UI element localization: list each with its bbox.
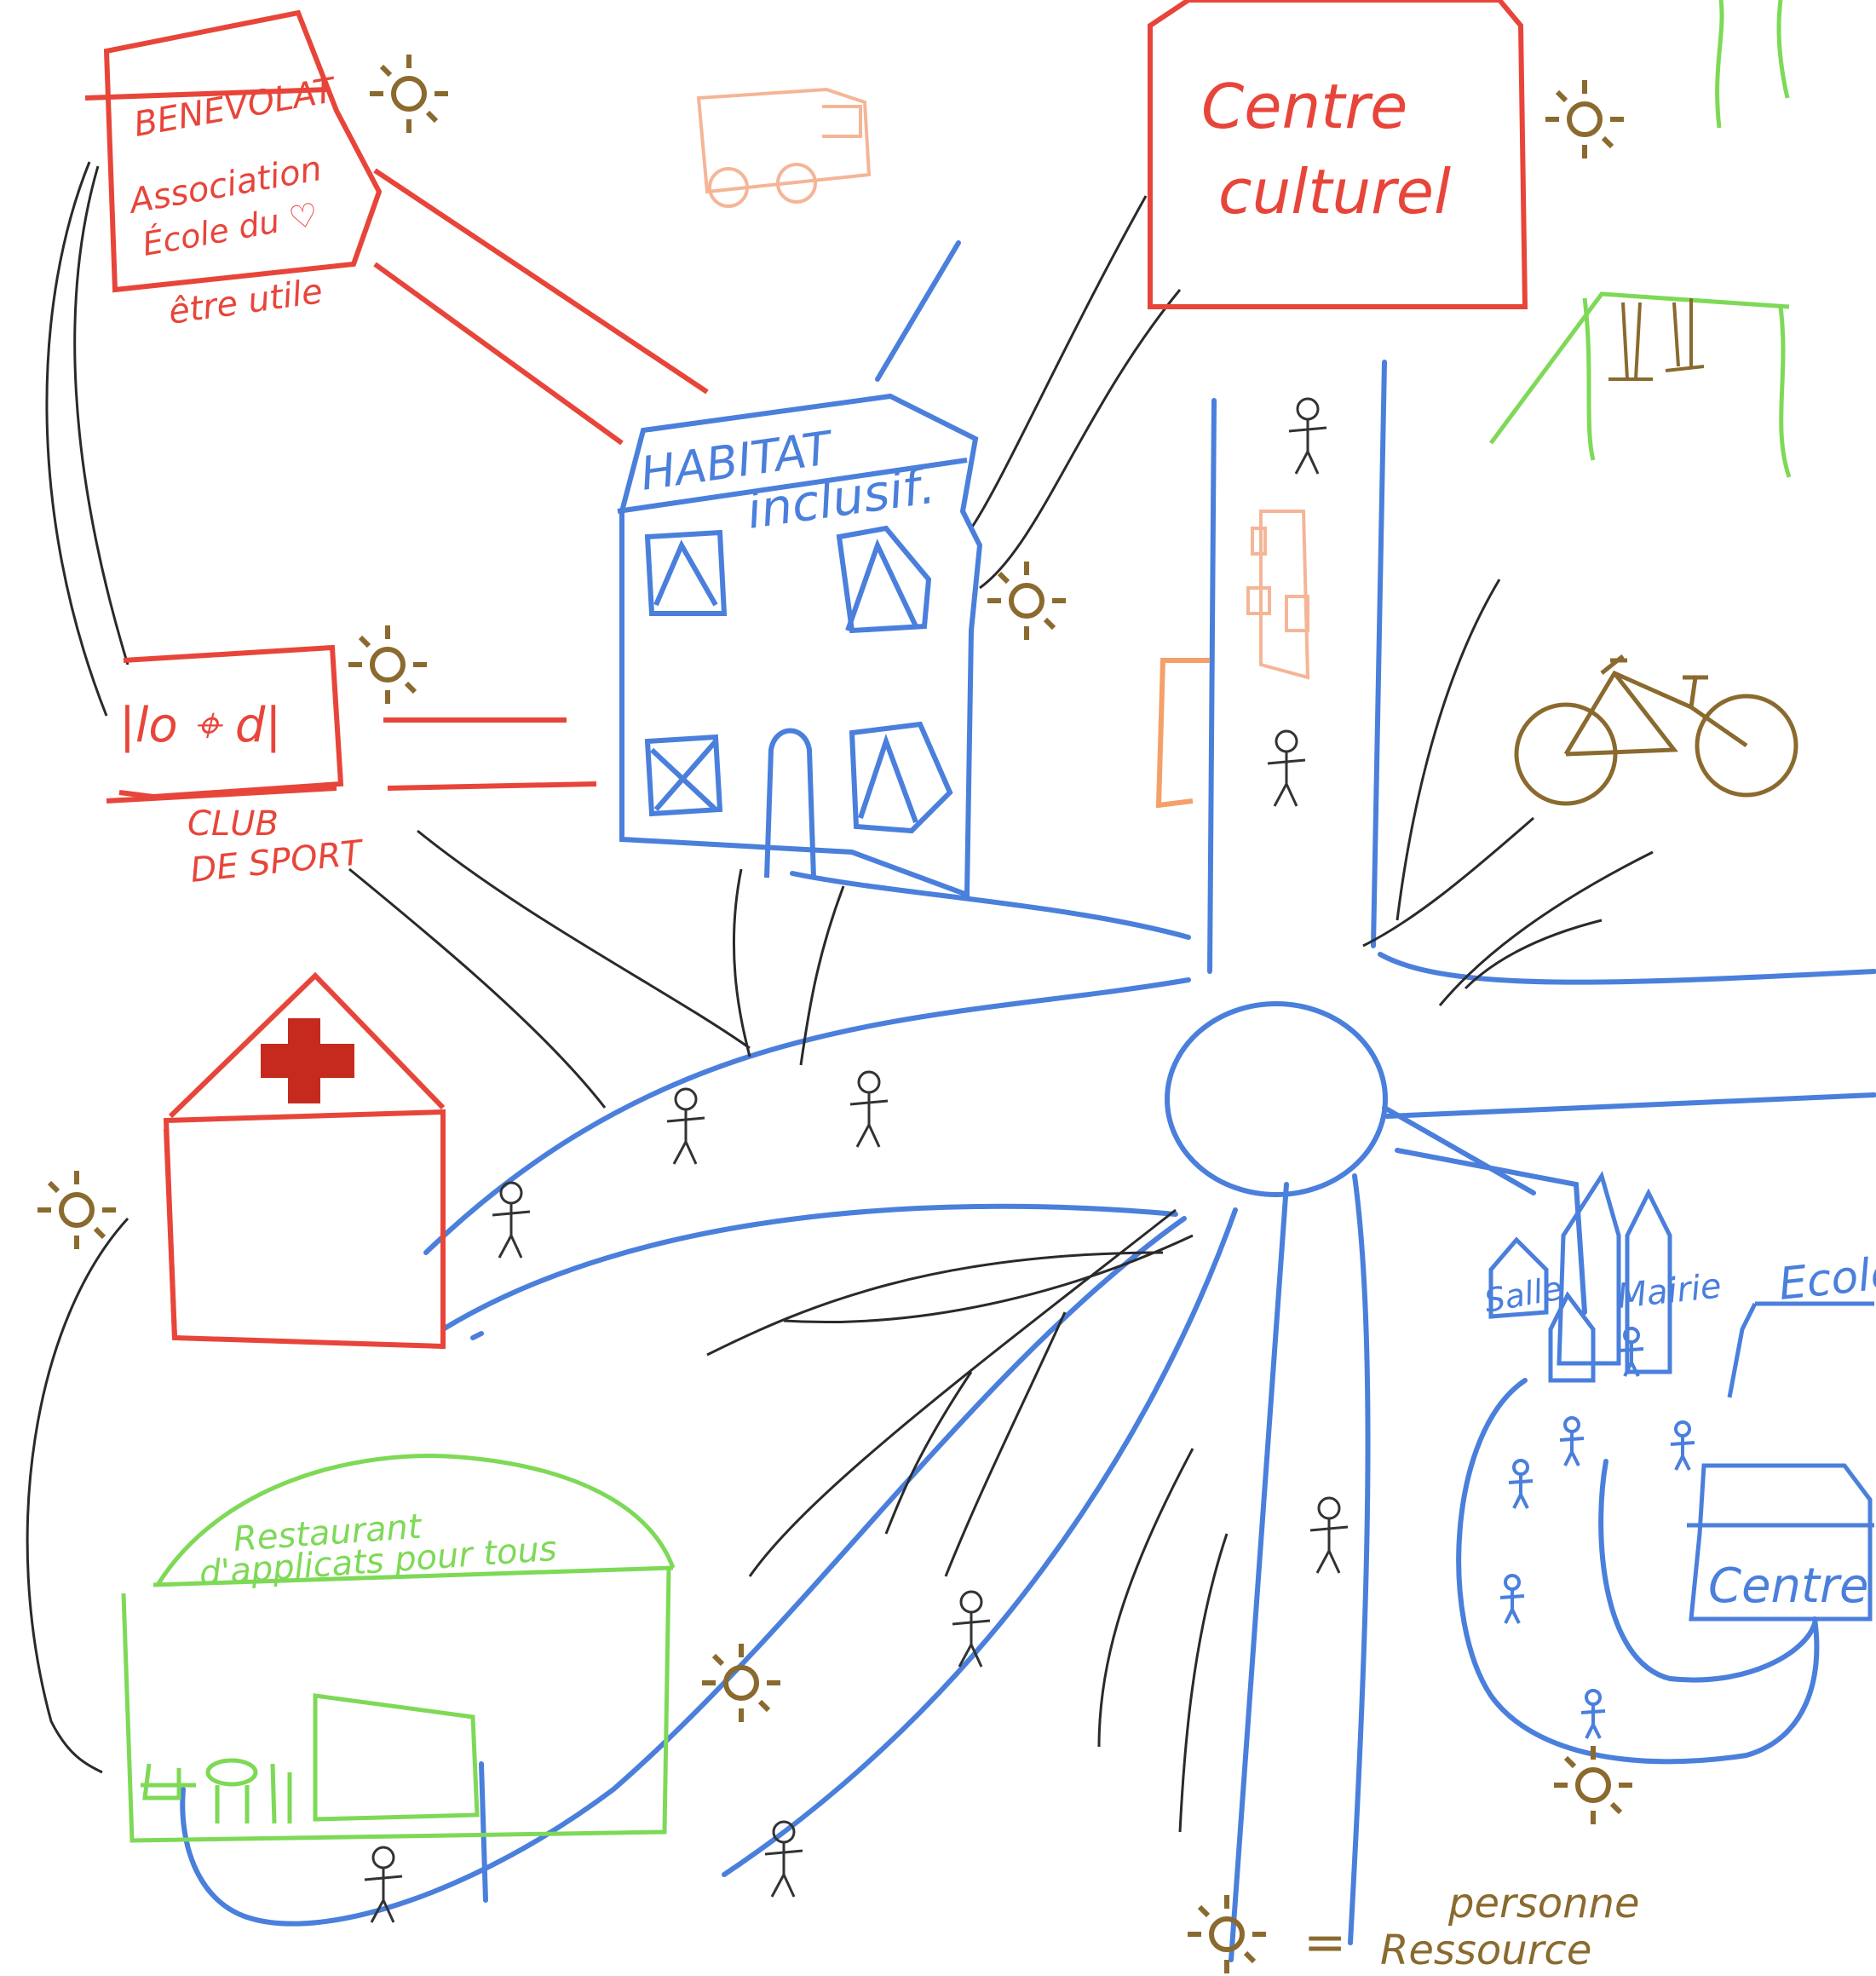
person-icon <box>1669 1420 1696 1472</box>
village-buildings <box>1488 1170 1874 1622</box>
person-icon <box>1507 1459 1534 1510</box>
road-network <box>180 240 1876 1962</box>
club-sign-label: |lo ⌖ d| <box>119 698 281 753</box>
restaurant-building <box>121 1454 676 1843</box>
benevolat-building <box>84 9 709 446</box>
sun-icon <box>702 1644 780 1722</box>
bicycle-icon <box>1514 654 1798 806</box>
connector-lines <box>26 161 1654 1833</box>
club-de-sport-building <box>106 644 597 804</box>
sun-icon <box>1545 80 1624 158</box>
red-cross-icon <box>261 1018 354 1103</box>
hospital-building <box>163 971 446 1350</box>
ecole-label: Ecole <box>1776 1247 1876 1311</box>
person-icon <box>1287 397 1328 475</box>
centre-culturel-label-2: culturel <box>1218 156 1451 228</box>
person-icon <box>1309 1496 1349 1575</box>
sun-icon <box>987 562 1066 640</box>
sun-icon <box>348 625 427 704</box>
person-icon <box>849 1070 889 1149</box>
central-roundabout <box>1165 1001 1388 1197</box>
person-icon <box>1618 1327 1645 1378</box>
truck-icon <box>696 87 872 208</box>
person-icon <box>1499 1574 1526 1625</box>
person-icon <box>1580 1689 1607 1740</box>
centre-culturel-building <box>1148 0 1528 309</box>
sun-icon <box>37 1171 116 1249</box>
legend-ressource: Ressource <box>1380 1927 1591 1974</box>
person-icon <box>1558 1416 1585 1467</box>
centre-culturel-label-1: Centre <box>1201 71 1407 142</box>
habitat-inclusif-building <box>617 393 983 899</box>
legend-personne: personne <box>1447 1880 1639 1927</box>
sun-icon <box>1188 1895 1266 1973</box>
mairie-label: Mairie <box>1615 1266 1723 1316</box>
person-icon <box>1266 729 1307 808</box>
swing-icon <box>1488 0 1792 478</box>
benevolat-label: BENEVOLAT <box>131 71 341 145</box>
person-icon <box>665 1087 706 1166</box>
club-label-1: CLUB <box>187 804 279 844</box>
legend-equals: = <box>1303 1913 1346 1973</box>
truck-icon-vertical <box>1246 510 1310 680</box>
sun-icon <box>370 55 448 133</box>
swing-seats <box>1608 298 1705 381</box>
orange-bracket <box>1155 658 1210 809</box>
person-icon <box>491 1181 532 1259</box>
salle-label: Salle <box>1482 1270 1565 1320</box>
centre-label: Centre <box>1708 1558 1868 1614</box>
